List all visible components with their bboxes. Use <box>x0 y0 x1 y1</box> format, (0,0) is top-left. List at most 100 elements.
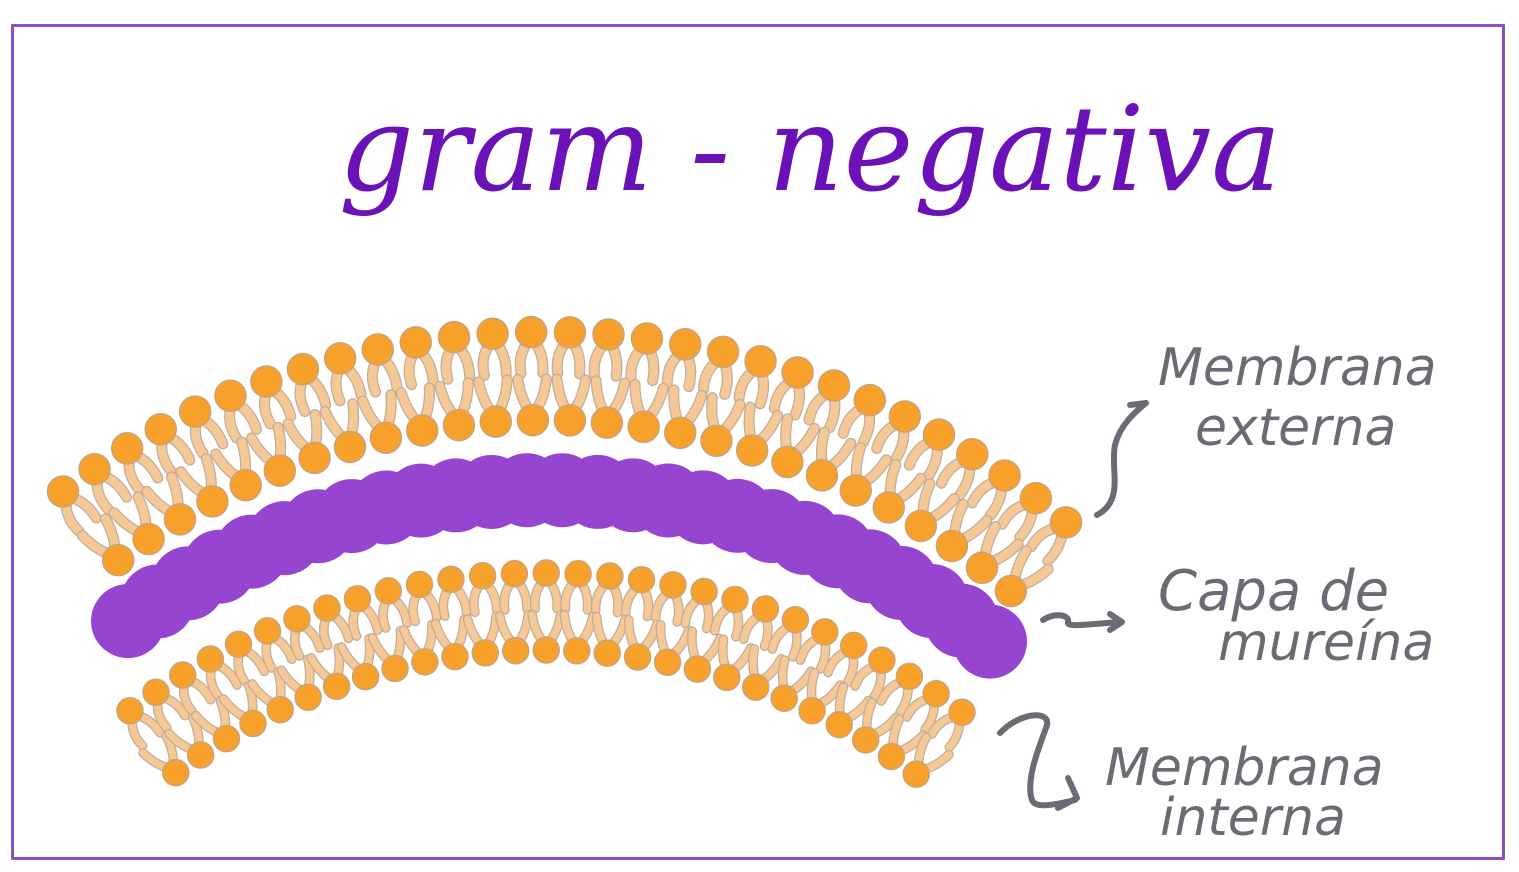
phospholipid-head <box>514 315 548 349</box>
phospholipid-head <box>770 684 798 712</box>
squiggle-arrow-icon <box>1040 611 1125 633</box>
curved-arrow-icon <box>1094 400 1149 518</box>
phospholipid-head <box>988 459 1021 492</box>
phospholipid-head <box>500 559 529 588</box>
phospholipid-head <box>442 408 476 442</box>
lipid-heads <box>46 315 1083 608</box>
inner-membrane <box>116 559 976 788</box>
phospholipid-head <box>781 356 814 389</box>
phospholipid-head <box>564 560 592 588</box>
phospholipid-head <box>405 414 439 447</box>
phospholipid-head <box>713 663 741 692</box>
phospholipid-head <box>441 642 469 671</box>
phospholipid-head <box>405 570 434 599</box>
phospholipid-head <box>751 595 780 623</box>
phospholipid-head <box>839 631 868 660</box>
diagram-title: gram - negativa <box>339 80 1282 218</box>
lipid-tails <box>127 575 965 775</box>
phospholipid-head <box>653 648 682 677</box>
label-murein-line1: Capa de <box>1158 559 1389 624</box>
phospholipid-head <box>994 574 1028 608</box>
phospholipid-head <box>798 697 826 725</box>
phospholipid-head <box>239 709 267 738</box>
phospholipid-head <box>904 509 938 543</box>
murein-layer <box>91 453 1027 679</box>
phospholipid-head <box>196 645 225 673</box>
phospholipid-head <box>956 437 989 471</box>
phospholipid-head <box>553 404 587 437</box>
label-murein-layer: Capa de mureína <box>1040 559 1434 673</box>
phospholipid-head <box>343 585 372 613</box>
phospholipid-head <box>437 320 471 354</box>
phospholipid-head <box>948 698 976 727</box>
phospholipid-head <box>132 522 165 556</box>
phospholipid-head <box>322 672 351 701</box>
phospholipid-head <box>212 724 241 753</box>
phospholipid-head <box>286 352 320 386</box>
phospholipid-head <box>516 403 550 437</box>
phospholipid-head <box>553 316 587 349</box>
phospholipid-head <box>735 434 769 467</box>
phospholipid-head <box>162 758 190 787</box>
phospholipid-head <box>471 639 500 667</box>
phospholipid-head <box>214 379 247 413</box>
phospholipid-head <box>178 395 212 428</box>
phospholipid-head <box>853 383 887 417</box>
label-murein-line2: mureína <box>1218 613 1434 673</box>
diagram-frame <box>11 24 1505 860</box>
phospholipid-head <box>771 445 804 479</box>
label-inner-membrane-line1: Membrana <box>1105 738 1384 798</box>
label-outer-membrane-line2: externa <box>1195 398 1396 458</box>
phospholipid-head <box>563 637 591 665</box>
phospholipid-head <box>683 655 712 683</box>
phospholipid-head <box>741 673 770 701</box>
phospholipid-head <box>501 636 530 665</box>
phospholipid-head <box>101 543 135 577</box>
phospholipid-head <box>298 441 331 475</box>
phospholipid-head <box>532 636 561 664</box>
phospholipid-head <box>744 345 777 378</box>
phospholipid-head <box>381 654 409 683</box>
phospholipid-head <box>817 369 851 402</box>
phospholipid-head <box>116 697 144 725</box>
phospholipid-head <box>590 406 624 439</box>
phospholipid-head <box>690 577 718 606</box>
phospholipid-head <box>627 565 656 594</box>
phospholipid-head <box>532 559 560 587</box>
phospholipid-head <box>196 485 229 518</box>
phospholipid-head <box>110 432 144 465</box>
phospholipid-head <box>294 683 322 712</box>
phospholipid-head <box>663 416 697 450</box>
phospholipid-head <box>163 503 197 536</box>
phospholipid-head <box>266 695 294 724</box>
phospholipid-head <box>922 679 950 708</box>
phospholipid-head <box>142 678 170 707</box>
peptidoglycan-unit <box>953 604 1027 679</box>
phospholipid-head <box>78 452 111 486</box>
phospholipid-head <box>468 562 497 590</box>
phospholipid-head <box>825 710 853 739</box>
phospholipid-head <box>935 529 969 563</box>
phospholipid-head <box>851 726 880 754</box>
phospholipid-head <box>253 617 282 645</box>
phospholipid-head <box>805 459 839 492</box>
phospholipid-head <box>186 741 215 769</box>
phospholipid-head <box>476 317 509 350</box>
phospholipid-head <box>781 605 810 634</box>
phospholipid-head <box>479 405 513 438</box>
phospholipid-head <box>811 618 839 646</box>
phospholipid-head <box>351 662 380 691</box>
phospholipid-head <box>706 335 740 369</box>
phospholipid-head <box>700 424 733 457</box>
phospholipid-head <box>437 565 465 594</box>
phospholipid-head <box>659 571 687 599</box>
outer-membrane <box>46 315 1083 608</box>
phospholipid-head <box>668 328 702 361</box>
phospholipid-head <box>283 605 311 633</box>
phospholipid-head <box>888 400 922 433</box>
phospholipid-head <box>593 639 621 667</box>
label-inner-membrane-line2: interna <box>1160 788 1346 848</box>
phospholipid-head <box>250 365 283 398</box>
phospholipid-head <box>374 577 403 605</box>
